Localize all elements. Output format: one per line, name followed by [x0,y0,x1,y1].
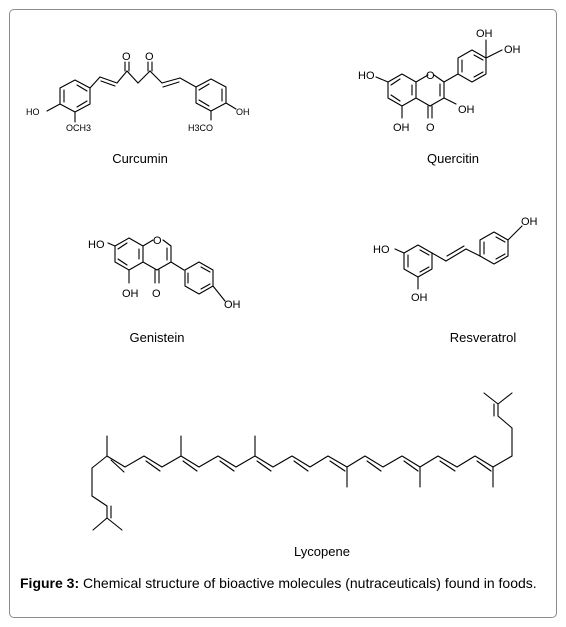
resveratrol-oh-4p-label: OH [521,216,538,228]
genistein-oh-5-label: OH [122,288,139,300]
curcumin-ho-label: HO [26,107,40,117]
genistein-name: Genistein [129,330,185,345]
genistein-o-ring-label: O [153,235,162,247]
curcumin-o1-label: O [122,51,131,63]
lycopene-name: Lycopene [294,544,350,559]
quercitin-ho-label: HO [358,70,375,82]
quercitin-name: Quercitin [426,151,480,166]
quercitin-oh-top-label: OH [476,28,493,40]
curcumin-h3co-label: H3CO [188,123,213,133]
quercitin-o-keto-label: O [426,122,435,134]
quercitin-oh-5-label: OH [393,122,410,134]
resveratrol-ho-label: HO [373,244,390,256]
genistein-o-keto-label: O [152,288,161,300]
resveratrol-name: Resveratrol [449,330,517,345]
curcumin-och3-label: OCH3 [66,123,91,133]
resveratrol-oh-5-label: OH [411,292,428,304]
quercitin-o-ring-label: O [426,70,435,82]
curcumin-name: Curcumin [112,151,168,166]
figure-frame [9,9,557,618]
curcumin-oh-label: OH [236,107,250,117]
figure-caption-label: Figure 3: [20,575,80,591]
genistein-ho-label: HO [88,239,105,251]
quercitin-oh-3-label: OH [458,104,475,116]
quercitin-oh-right-label: OH [504,44,521,56]
curcumin-o2-label: O [145,51,154,63]
genistein-oh-4p-label: OH [224,299,241,311]
figure-caption: Figure 3: Chemical structure of bioactiv… [20,574,546,593]
figure-caption-text: Chemical structure of bioactive molecule… [79,575,537,591]
